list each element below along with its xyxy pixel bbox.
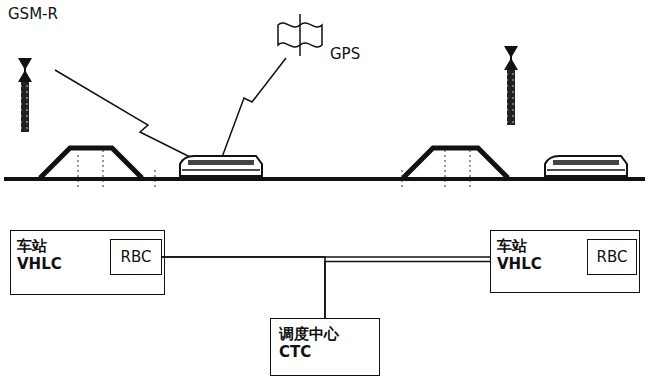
node-text: 调度中心 CTC <box>279 325 349 361</box>
network-link <box>162 256 490 258</box>
dispatch-center-box: 调度中心 CTC <box>270 318 380 376</box>
gps-satellite <box>278 14 322 56</box>
track-marks <box>78 150 470 190</box>
node-text: 车站 VHLC <box>497 237 539 273</box>
network-link <box>162 257 325 318</box>
platform <box>403 148 508 178</box>
rbc-box: RBC <box>110 239 162 275</box>
track <box>4 177 645 181</box>
system-label: GSM-R <box>8 6 58 23</box>
train <box>545 156 627 176</box>
node-text: RBC <box>593 248 632 266</box>
station-box: 车站 VHLC RBC <box>10 230 165 295</box>
train <box>180 156 262 176</box>
node-text: RBC <box>117 248 156 266</box>
gsmr-tower <box>504 46 518 125</box>
platform <box>40 148 142 178</box>
network-link <box>325 262 490 319</box>
station-box: 车站 VHLC RBC <box>490 230 640 293</box>
gps-link <box>218 58 286 168</box>
system-label: GPS <box>330 46 360 63</box>
node-text: 车站 VHLC <box>17 237 59 273</box>
rbc-box: RBC <box>587 239 637 275</box>
radio-link <box>55 70 212 168</box>
gsmr-tower <box>18 58 32 132</box>
